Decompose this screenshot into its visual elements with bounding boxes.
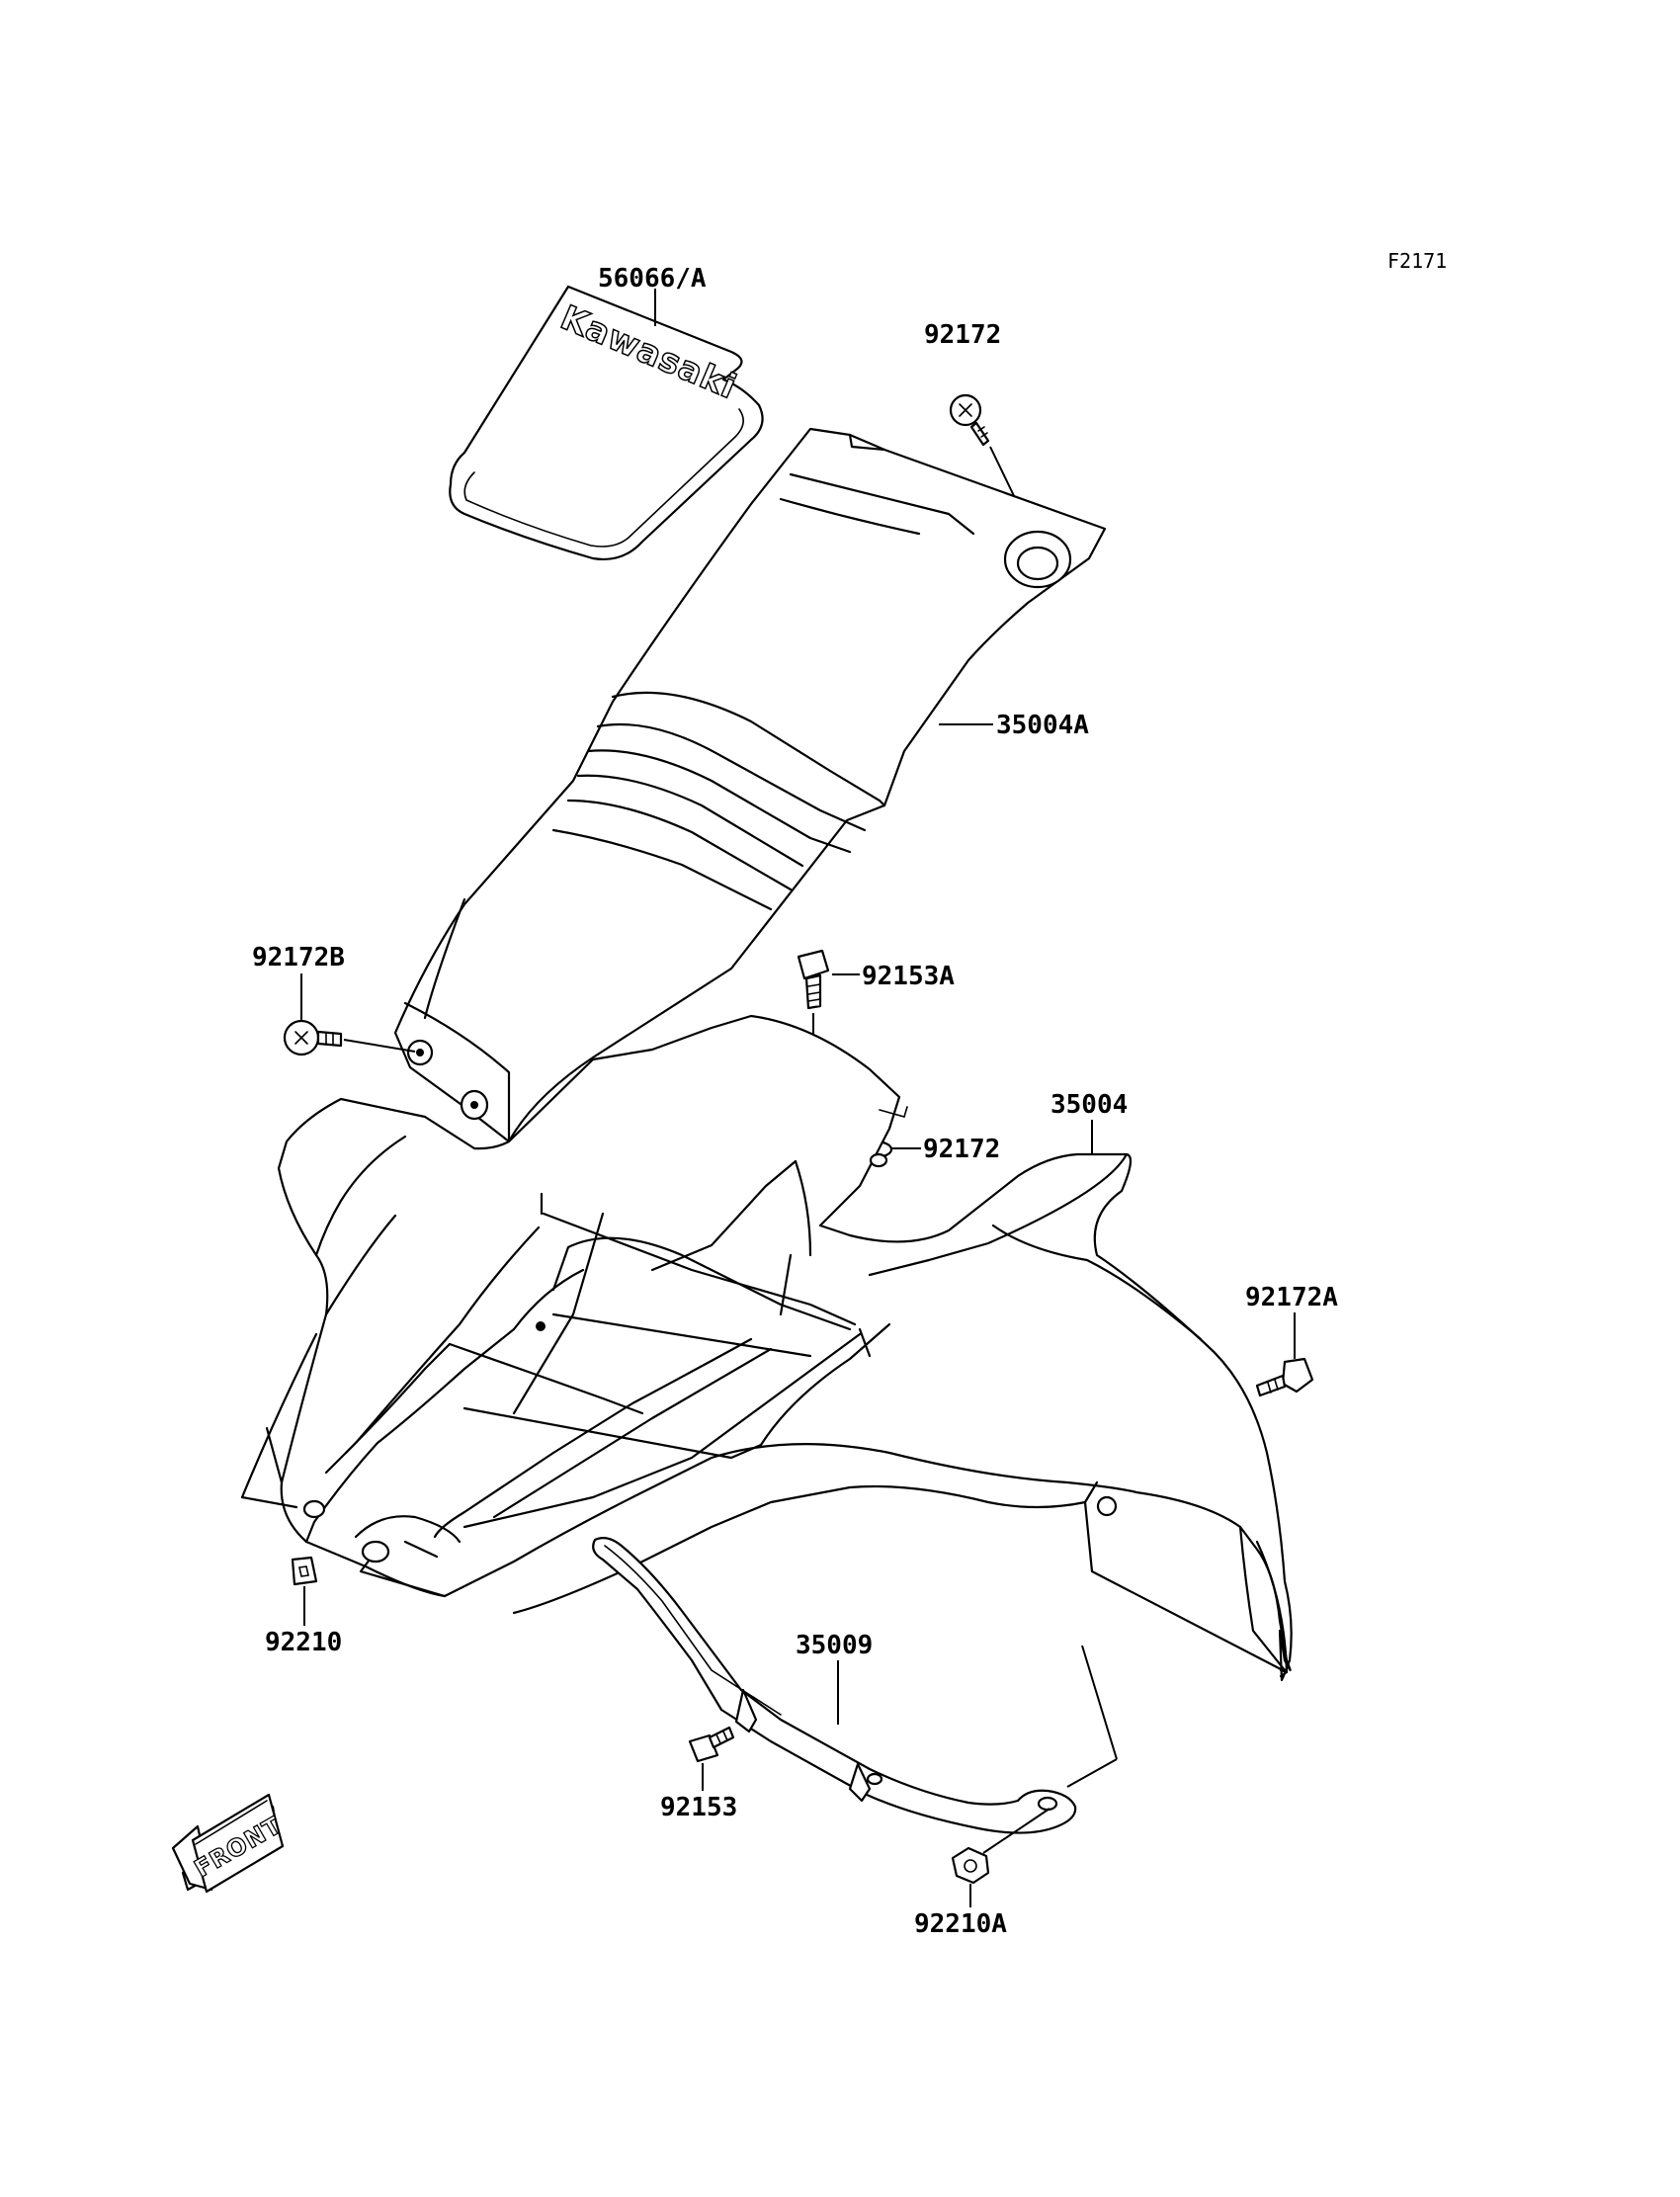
screw-right-head-icon: [1281, 1357, 1314, 1394]
emblem-plate: Kawasaki: [449, 285, 764, 560]
leader-stay-right-end: [1066, 1758, 1118, 1788]
screw-right: [1255, 1357, 1314, 1397]
leader-screw-left-to-hole: [343, 1039, 416, 1053]
part-label-screw-center: 92172: [923, 1135, 1000, 1164]
stay-bracket: [592, 1537, 1077, 1834]
screw-left: [283, 1019, 343, 1056]
part-label-upper-cover: 35004A: [996, 711, 1089, 740]
nut-lower-icon: [951, 1846, 990, 1885]
leader-stay-right: [1081, 1645, 1118, 1760]
part-label-front-fender: 35004: [1050, 1090, 1128, 1120]
diagram-code: F2171: [1387, 249, 1447, 273]
part-label-clip-left: 92210: [265, 1628, 342, 1657]
part-label-screw-left: 92172B: [252, 943, 345, 972]
part-label-bolt-center: 92153A: [862, 962, 955, 991]
screw-top: [949, 393, 990, 447]
front-arrow-icon: [191, 1793, 285, 1894]
upper-cover: [393, 427, 1107, 1143]
part-label-nut-lower: 92210A: [914, 1909, 1007, 1939]
clip-left-icon: [291, 1556, 318, 1586]
part-label-screw-right: 92172A: [1245, 1283, 1338, 1312]
leader-screw-top: [989, 446, 1019, 505]
part-label-emblem: 56066/A: [598, 264, 707, 294]
part-label-screw-top: 92172: [924, 320, 1001, 350]
bolt-center: [797, 949, 830, 1010]
leader-nut-to-stay: [982, 1808, 1050, 1854]
nut-lower: [951, 1846, 990, 1885]
part-label-stay: 35009: [796, 1631, 873, 1660]
part-label-bolt-lower: 92153: [660, 1793, 737, 1822]
front-direction-arrow: FRONT: [171, 1793, 287, 1894]
bolt-center-head-icon: [797, 949, 830, 980]
front-fender: [240, 1014, 1293, 1682]
clip-left: [291, 1556, 318, 1586]
bolt-lower: [688, 1726, 735, 1763]
